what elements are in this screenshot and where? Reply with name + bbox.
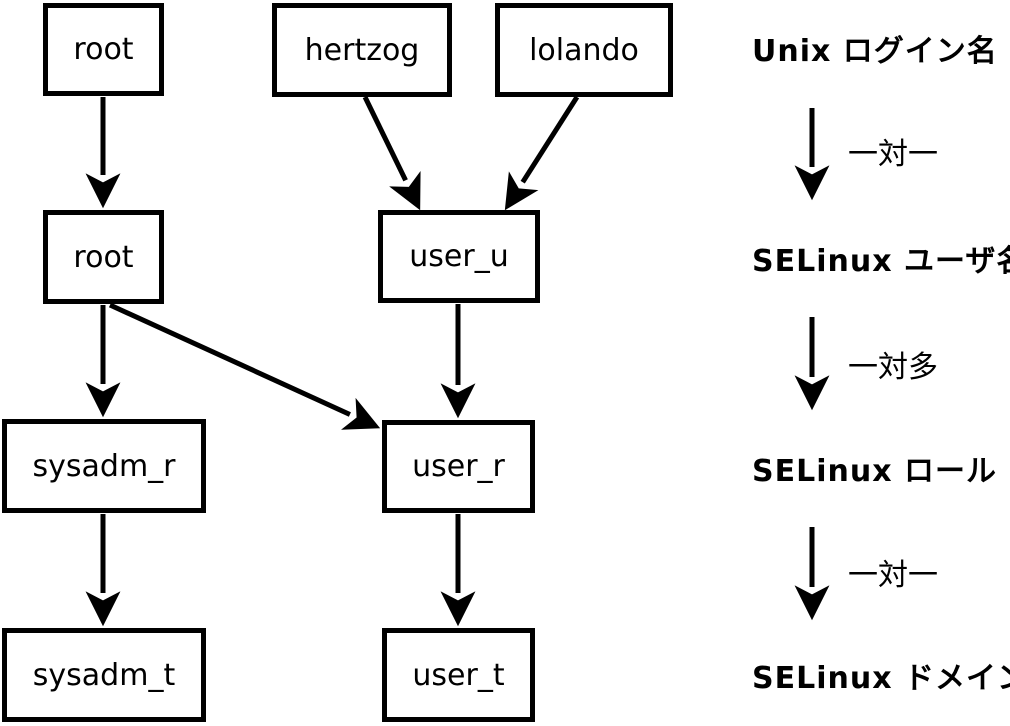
node-hertzog: hertzog bbox=[272, 3, 452, 97]
legend-stage-unix-login-name: Unix ログイン名 bbox=[752, 34, 998, 69]
node-lolando: lolando bbox=[495, 3, 673, 97]
edge-hertzog-to-user_u bbox=[362, 95, 421, 211]
legend-relation-one-to-one-2: 一対一 bbox=[848, 558, 938, 593]
node-user_t: user_t bbox=[382, 628, 535, 722]
edge-lolando-to-user_u bbox=[504, 95, 580, 211]
legend-stage-selinux-role: SELinux ロール bbox=[752, 454, 998, 489]
node-root-login: root bbox=[43, 3, 164, 96]
legend-stage-selinux-user-name: SELinux ユーザ名 bbox=[752, 244, 1010, 279]
node-user_r: user_r bbox=[382, 420, 535, 513]
node-root-selinux-user: root bbox=[43, 210, 164, 304]
node-sysadm_t: sysadm_t bbox=[2, 628, 206, 722]
legend-relation-one-to-many: 一対多 bbox=[848, 350, 938, 385]
edge-root-selinux-user-to-user_r bbox=[108, 302, 381, 430]
node-user_u: user_u bbox=[378, 210, 540, 303]
node-sysadm_r: sysadm_r bbox=[2, 419, 206, 513]
legend-relation-one-to-one-1: 一対一 bbox=[848, 137, 938, 172]
legend-stage-selinux-domain: SELinux ドメイン bbox=[752, 661, 1010, 696]
